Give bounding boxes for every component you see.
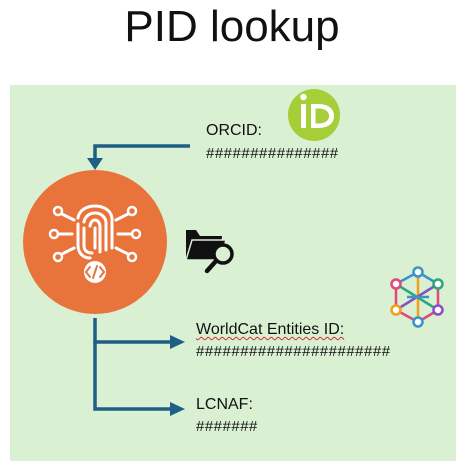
diagram-title: PID lookup (124, 2, 340, 51)
orcid-label: ORCID: (206, 122, 262, 139)
worldcat-value: ###################### (196, 343, 391, 360)
folder-search-icon (184, 230, 234, 274)
arrowhead-down (87, 158, 103, 170)
worldcat-label: WorldCat Entities ID: (196, 321, 344, 339)
fingerprint-code-hub-icon (23, 170, 167, 314)
network-graph-icon (390, 266, 444, 328)
arrowhead-worldcat (170, 335, 185, 349)
orcid-to-hub-connector (93, 144, 190, 160)
hub-to-lcnaf-connector (93, 342, 172, 411)
arrowhead-lcnaf (170, 402, 185, 416)
hub-to-worldcat-connector (93, 318, 172, 344)
lcnaf-label: LCNAF: (196, 396, 253, 413)
arrowheads (87, 158, 185, 416)
orcid-value: ############### (206, 145, 339, 162)
worldcat-label-text: WorldCat Entities ID: (196, 321, 345, 338)
orcid-id-logo-icon (288, 89, 340, 141)
lcnaf-value: ####### (196, 418, 258, 435)
connectors (93, 144, 190, 411)
